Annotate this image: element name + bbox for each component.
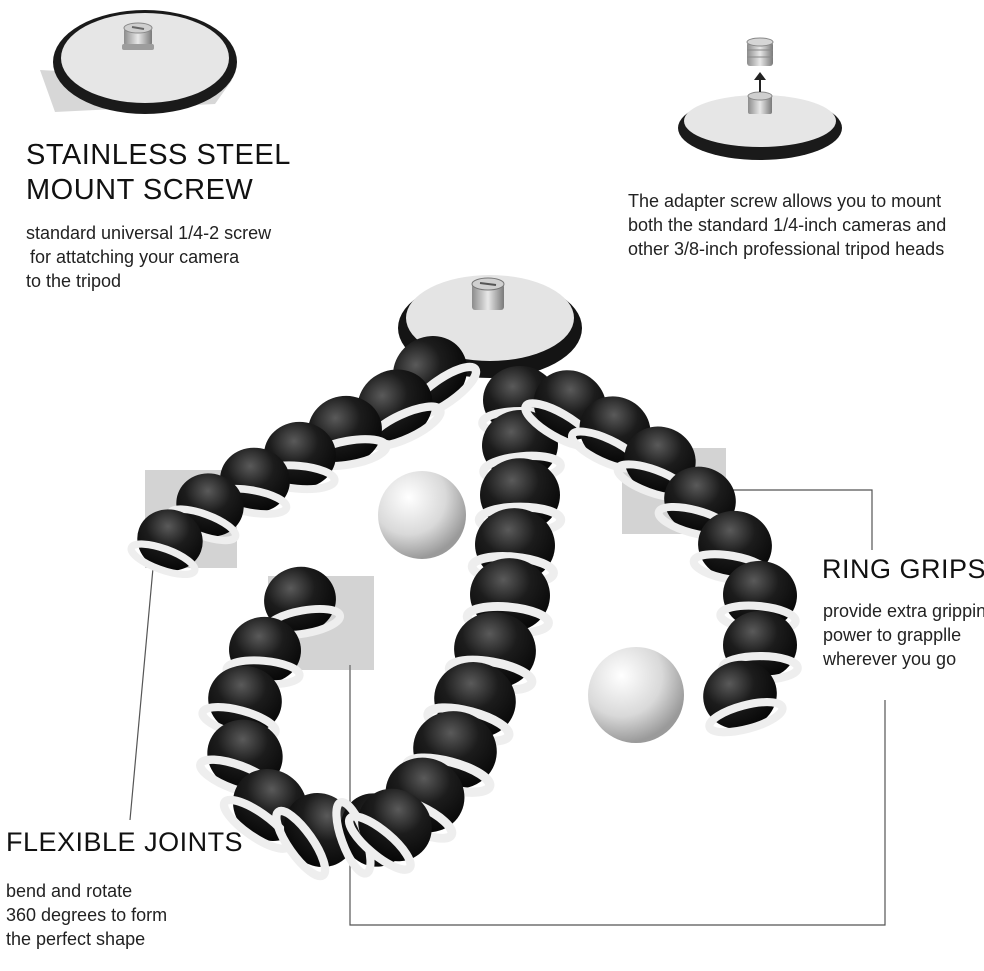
description-line: bend and rotate xyxy=(6,881,133,901)
description-line: 360 degrees to form xyxy=(6,904,168,925)
ring-grips-heading: RING GRIPS xyxy=(822,554,984,584)
description-line: both the standard 1/4-inch cameras and xyxy=(628,214,947,235)
tripod-legs xyxy=(127,336,802,881)
leg-segment xyxy=(703,660,787,737)
leg-end-balls xyxy=(378,471,684,743)
ring-grips-description: provide extra gripping power to grapplle… xyxy=(823,600,984,671)
description-line: standard universal 1/4-2 screw xyxy=(26,223,272,243)
adapter-screw-plate xyxy=(678,37,842,160)
description-line: power to grapplle xyxy=(823,624,962,645)
arrow-up-icon xyxy=(754,72,766,92)
description-line: wherever you go xyxy=(823,648,957,669)
leg-segment xyxy=(344,788,432,874)
description-line: provide extra gripping xyxy=(823,601,984,621)
leg-segment xyxy=(127,509,203,579)
mount-screw-plate xyxy=(40,10,237,114)
description-line: to the tripod xyxy=(26,270,122,291)
screw-icon xyxy=(122,22,154,50)
description-line: the perfect shape xyxy=(6,928,146,949)
description-line: for attatching your camera xyxy=(30,246,240,267)
mount-screw-heading: STAINLESS STEEL MOUNT SCREW xyxy=(26,138,291,209)
adapter-description: The adapter screw allows you to mount bo… xyxy=(628,190,946,261)
description-line: other 3/8-inch professional tripod heads xyxy=(628,238,945,259)
flexible-joints-description: bend and rotate 360 degrees to form the … xyxy=(6,880,167,951)
description-line: The adapter screw allows you to mount xyxy=(628,191,942,211)
callout-lines xyxy=(129,489,886,926)
mount-screw-description: standard universal 1/4-2 screw for attat… xyxy=(26,222,271,293)
flexible-joints-heading: FLEXIBLE JOINTS xyxy=(6,827,244,857)
adapter-screw-icon xyxy=(746,37,774,66)
heading-line: MOUNT SCREW xyxy=(26,174,254,207)
heading-line: STAINLESS STEEL xyxy=(26,139,291,171)
